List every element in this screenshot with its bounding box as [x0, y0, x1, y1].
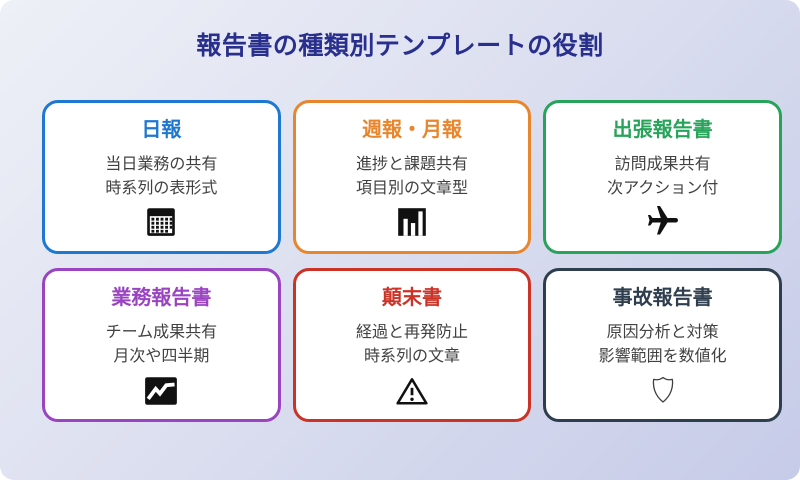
card-desc-line: 進捗と課題共有 [355, 156, 468, 173]
card-title-business-trip-report: 出張報告書 [612, 119, 713, 141]
card-title-work-report: 業務報告書 [111, 287, 212, 309]
card-business-trip-report: 出張報告書 訪問成果共有 次アクション付 [543, 100, 782, 254]
card-accident-report: 事故報告書 原因分析と対策 影響範囲を数値化 [543, 268, 782, 422]
trend-chart-icon [143, 371, 179, 407]
card-desc-work-report: チーム成果共有 月次や四半期 [106, 321, 218, 369]
card-weekly-monthly-report: 週報・月報 進捗と課題共有 項目別の文章型 [292, 100, 532, 254]
card-work-report: 業務報告書 チーム成果共有 月次や四半期 [42, 268, 281, 422]
card-desc-line: 原因分析と対策 [606, 324, 719, 341]
card-desc-incident-report: 経過と再発防止 時系列の文章 [356, 321, 468, 369]
card-title-incident-report: 顛末書 [381, 287, 442, 309]
calendar-icon [143, 203, 179, 239]
card-desc-business-trip-report: 訪問成果共有 次アクション付 [607, 153, 718, 201]
card-desc-line: 次アクション付 [607, 180, 719, 197]
card-desc-daily-report: 当日業務の共有 時系列の表形式 [105, 153, 217, 201]
warning-icon [395, 371, 429, 407]
cards-grid: 日報 当日業務の共有 時系列の表形式 週 [0, 100, 800, 422]
page-title: 報告書の種類別テンプレートの役割 [196, 32, 604, 60]
bar-chart-icon [395, 203, 429, 239]
shield-icon [647, 371, 679, 407]
card-title-weekly-monthly-report: 週報・月報 [361, 119, 462, 141]
card-desc-weekly-monthly-report: 進捗と課題共有 項目別の文章型 [356, 153, 468, 201]
airplane-icon [645, 203, 681, 239]
card-title-daily-report: 日報 [141, 119, 182, 141]
card-daily-report: 日報 当日業務の共有 時系列の表形式 [42, 100, 281, 254]
card-desc-line: 当日業務の共有 [105, 156, 218, 173]
card-desc-line: チーム成果共有 [105, 324, 218, 341]
card-title-accident-report: 事故報告書 [612, 287, 713, 309]
card-desc-line: 訪問成果共有 [614, 156, 711, 173]
card-incident-report: 顛末書 経過と再発防止 時系列の文章 [292, 268, 532, 422]
card-desc-accident-report: 原因分析と対策 影響範囲を数値化 [599, 321, 727, 369]
card-desc-line: 影響範囲を数値化 [598, 348, 727, 365]
card-desc-line: 時系列の表形式 [105, 180, 218, 197]
card-desc-line: 月次や四半期 [113, 348, 210, 365]
card-desc-line: 時系列の文章 [363, 348, 460, 365]
card-desc-line: 項目別の文章型 [355, 180, 468, 197]
card-desc-line: 経過と再発防止 [355, 324, 468, 341]
